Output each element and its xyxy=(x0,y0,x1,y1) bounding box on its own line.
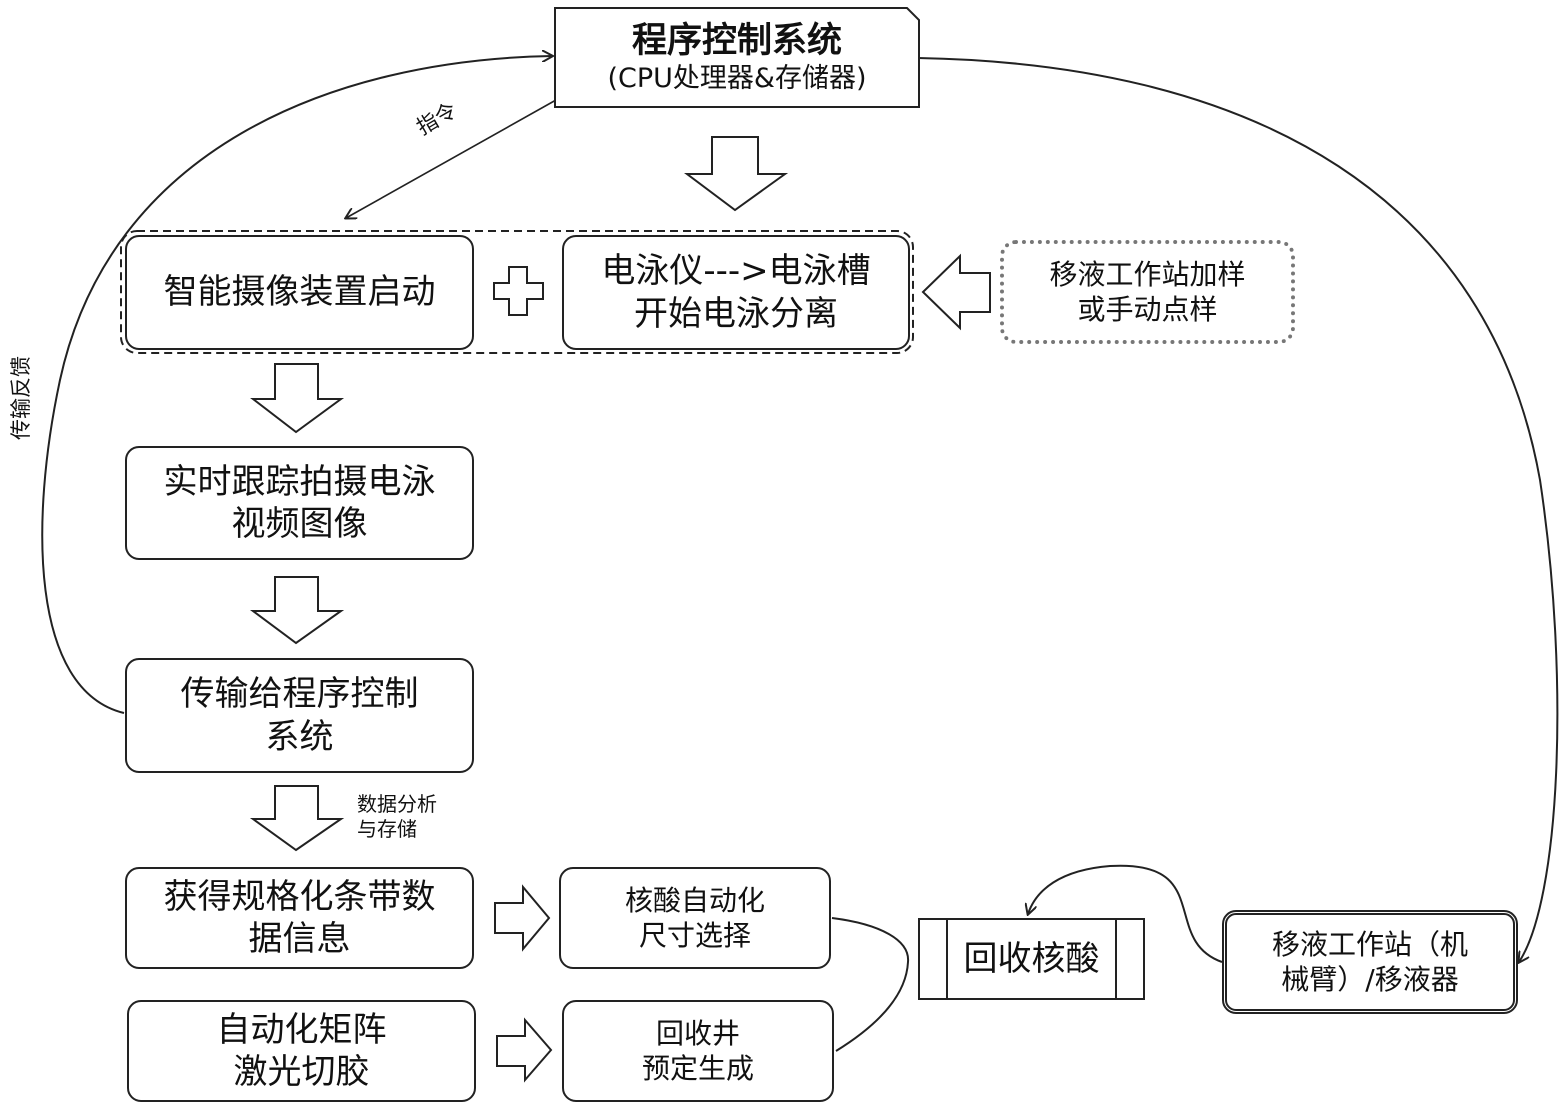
pipette-station-label: 移液工作站（机 械臂）/移液器 xyxy=(1272,927,1468,997)
control-system-title: 程序控制系统 xyxy=(632,20,842,62)
control-system-subtitle: (CPU处理器&存储器) xyxy=(607,62,866,96)
node-band-info[interactable]: 获得规格化条带数 据信息 xyxy=(125,867,474,969)
arrow-transmit-to-band xyxy=(253,786,341,850)
band-info-label: 获得规格化条带数 据信息 xyxy=(164,876,436,961)
node-electrophoresis[interactable]: 电泳仪--->电泳槽 开始电泳分离 xyxy=(562,235,910,350)
size-well-connector xyxy=(832,918,908,1051)
node-camera-start[interactable]: 智能摄像装置启动 xyxy=(125,235,474,350)
arrow-band-to-size xyxy=(495,887,549,949)
plus-icon xyxy=(494,267,543,315)
arrow-camera-to-tracking xyxy=(253,364,341,432)
node-size-select[interactable]: 核酸自动化 尺寸选择 xyxy=(559,867,831,969)
arrow-tracking-to-transmit xyxy=(253,577,341,643)
electrophoresis-label: 电泳仪--->电泳槽 开始电泳分离 xyxy=(601,250,870,335)
arrow-laser-to-well xyxy=(497,1020,551,1080)
feedback-edge-label: 传输反馈 xyxy=(8,356,34,440)
recover-right-bar xyxy=(1115,920,1117,998)
node-tracking[interactable]: 实时跟踪拍摄电泳 视频图像 xyxy=(125,446,474,560)
arrow-loading-to-electrophoresis xyxy=(923,256,990,328)
recover-label: 回收核酸 xyxy=(964,938,1100,981)
transmit-label: 传输给程序控制 系统 xyxy=(181,673,419,758)
laser-cut-label: 自动化矩阵 激光切胶 xyxy=(217,1009,387,1094)
node-sample-loading[interactable]: 移液工作站加样 或手动点样 xyxy=(1000,240,1295,344)
node-well-gen[interactable]: 回收井 预定生成 xyxy=(562,1000,834,1102)
recover-left-bar xyxy=(946,920,948,998)
sample-loading-label: 移液工作站加样 或手动点样 xyxy=(1049,257,1245,327)
analysis-edge-label: 数据分析 与存储 xyxy=(357,792,437,842)
tracking-label: 实时跟踪拍摄电泳 视频图像 xyxy=(164,461,436,546)
node-pipette-station[interactable]: 移液工作站（机 械臂）/移液器 xyxy=(1222,910,1518,1014)
camera-start-label: 智能摄像装置启动 xyxy=(164,271,436,314)
node-transmit[interactable]: 传输给程序控制 系统 xyxy=(125,658,474,773)
arrow-control-to-group xyxy=(687,137,785,210)
well-gen-label: 回收井 预定生成 xyxy=(642,1016,754,1086)
size-select-label: 核酸自动化 尺寸选择 xyxy=(625,883,765,953)
node-laser-cut[interactable]: 自动化矩阵 激光切胶 xyxy=(127,1000,476,1102)
node-recover[interactable]: 回收核酸 xyxy=(918,918,1145,1000)
node-control-system[interactable]: 程序控制系统 (CPU处理器&存储器) xyxy=(554,7,920,108)
control-to-pipette-curve xyxy=(918,58,1557,962)
